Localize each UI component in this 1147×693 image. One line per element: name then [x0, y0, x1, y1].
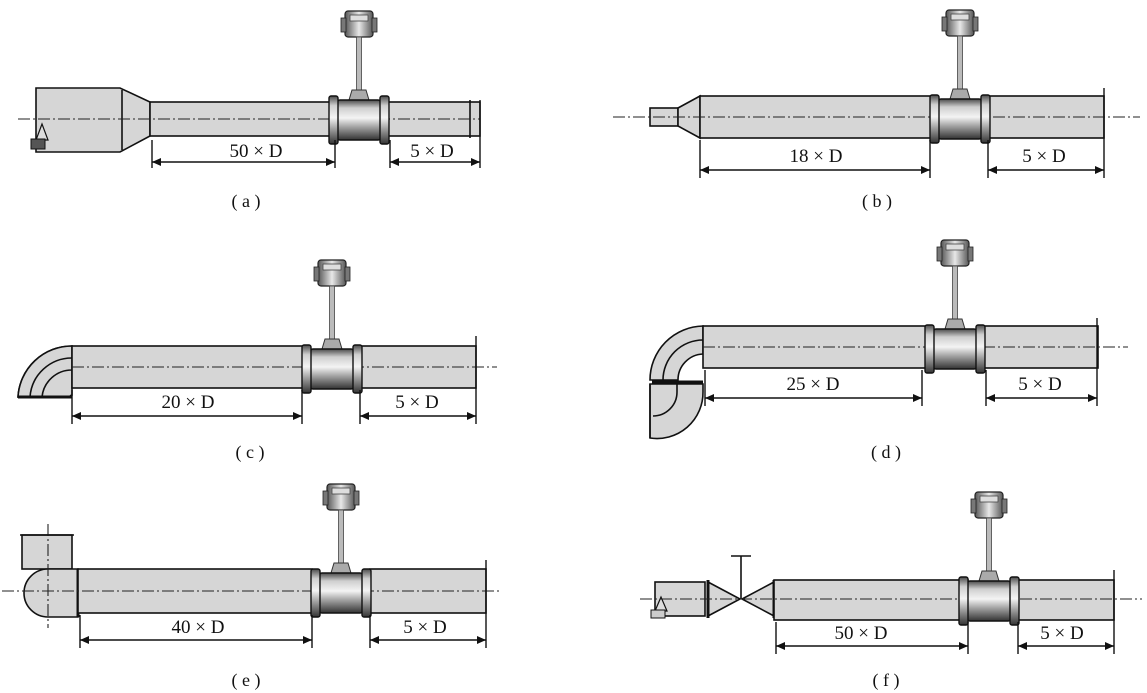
flowmeter-icon: [301, 259, 363, 394]
tee-icon: [21, 534, 73, 570]
panel-c: 20 × D 5 × D ( c ): [17, 259, 497, 463]
downstream-length-label: 5 × D: [1022, 146, 1065, 167]
downstream-pipe-b: [987, 95, 1105, 139]
upstream-length-label: 50 × D: [230, 141, 283, 162]
flowmeter-icon: [328, 10, 390, 145]
valve-icon: [706, 555, 776, 618]
expander-icon: [35, 87, 151, 153]
panel-f: 50 × D 5 × D ( f ): [640, 491, 1142, 691]
panel-caption: ( a ): [232, 191, 261, 212]
upstream-length-label: 25 × D: [787, 374, 840, 395]
downstream-length-label: 5 × D: [410, 141, 453, 162]
flowmeter-icon: [924, 239, 986, 374]
upstream-length-label: 18 × D: [790, 146, 843, 167]
upstream-length-label: 50 × D: [835, 623, 888, 644]
panel-a: 50 × D 5 × D ( a ): [18, 10, 481, 212]
panel-caption: ( c ): [236, 442, 265, 463]
upstream-pipe-f: [773, 579, 969, 621]
panel-e: 40 × D 5 × D ( e ): [2, 483, 502, 691]
panel-caption: ( f ): [873, 670, 900, 691]
downstream-length-label: 5 × D: [1018, 374, 1061, 395]
flowmeter-icon: [929, 9, 991, 144]
downstream-pipe-f: [1017, 579, 1115, 621]
panel-b: 18 × D 5 × D ( b ): [613, 9, 1140, 212]
panel-caption: ( b ): [862, 191, 892, 212]
upstream-length-label: 20 × D: [162, 392, 215, 413]
downstream-length-label: 5 × D: [403, 617, 446, 638]
downstream-pipe-d: [983, 325, 1099, 369]
panel-d: 25 × D 5 × D ( d ): [649, 239, 1128, 463]
double-elbow-icon: [649, 325, 704, 381]
downstream-length-label: 5 × D: [395, 392, 438, 413]
flowmeter-icon: [958, 491, 1020, 626]
panel-caption: ( e ): [232, 670, 261, 691]
panel-caption: ( d ): [871, 442, 901, 463]
downstream-length-label: 5 × D: [1040, 623, 1083, 644]
flowmeter-icon: [310, 483, 372, 618]
upstream-length-label: 40 × D: [172, 617, 225, 638]
